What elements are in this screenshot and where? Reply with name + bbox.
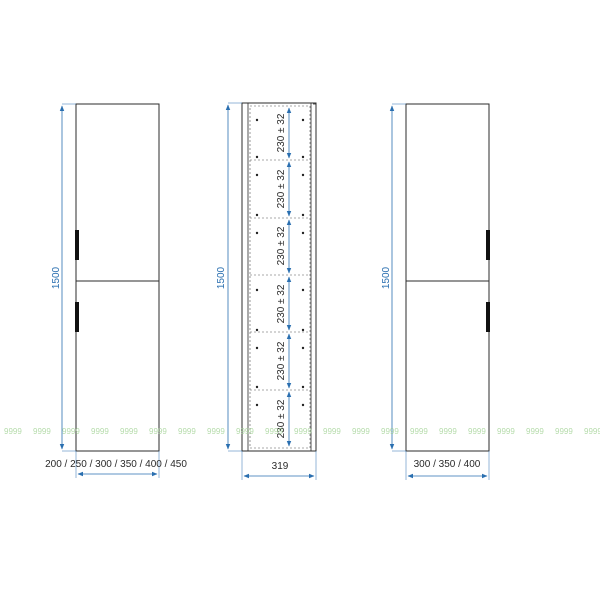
left-cabinet-view: 1500 200 / 250 / 300 / 350 / 400 / 450: [45, 103, 187, 478]
watermark-text: 9999: [4, 427, 22, 436]
left-height-label: 1500: [51, 266, 62, 289]
watermark-text: 9999: [149, 427, 167, 436]
middle-shelves: [250, 159, 310, 391]
shelf-dim-label: 230 ± 32: [276, 341, 287, 380]
watermark-text: 9999: [381, 427, 399, 436]
right-upper-handle: [486, 230, 490, 260]
watermark-text: 9999: [207, 427, 225, 436]
watermark-text: 9999: [91, 427, 109, 436]
right-width-label: 300 / 350 / 400: [414, 459, 481, 470]
watermark-text: 9999: [352, 427, 370, 436]
watermark-text: 9999: [236, 427, 254, 436]
watermark-text: 9999: [265, 427, 283, 436]
watermark-text: 9999: [33, 427, 51, 436]
left-width-label: 200 / 250 / 300 / 350 / 400 / 450: [45, 459, 187, 470]
right-lower-handle: [486, 302, 490, 332]
shelf-dim-label: 230 ± 32: [276, 399, 287, 438]
middle-height-label: 1500: [216, 266, 227, 289]
watermark-text: 9999: [468, 427, 486, 436]
watermark-text: 9999: [178, 427, 196, 436]
middle-shelf-pins: [255, 118, 305, 407]
watermark-text: 9999: [410, 427, 428, 436]
watermark-text: 9999: [294, 427, 312, 436]
middle-width-label: 319: [272, 461, 289, 472]
middle-cabinet-view: 230 ± 32 230 ± 32 230 ± 32 230 ± 32 230 …: [216, 102, 317, 480]
middle-interior-outline: [249, 105, 311, 449]
watermark-text: 9999: [62, 427, 80, 436]
shelf-dim-label: 230 ± 32: [276, 169, 287, 208]
watermark-text: 9999: [497, 427, 515, 436]
middle-cabinet-outer: [241, 102, 317, 452]
right-cabinet-lower-door: [405, 280, 490, 452]
right-cabinet-upper-door: [405, 103, 490, 282]
shelf-dim-label: 230 ± 32: [276, 284, 287, 323]
left-cabinet-upper-door: [75, 103, 160, 282]
right-cabinet-view: 1500 300 / 350 / 400: [381, 103, 490, 480]
middle-shelf-dimensions: 230 ± 32 230 ± 32 230 ± 32 230 ± 32 230 …: [276, 107, 292, 447]
watermark-text: 9999: [323, 427, 341, 436]
watermark-text: 9999: [584, 427, 600, 436]
watermark-text: 9999: [120, 427, 138, 436]
watermark-text: 9999: [439, 427, 457, 436]
watermark-band: 9999 9999 9999 9999 9999 9999 9999 9999 9999 9999…: [4, 427, 600, 436]
watermark-text: 9999: [526, 427, 544, 436]
left-lower-handle: [75, 302, 79, 332]
right-height-label: 1500: [381, 266, 392, 289]
left-cabinet-lower-door: [75, 280, 160, 452]
left-upper-handle: [75, 230, 79, 260]
shelf-dim-label: 230 ± 32: [276, 113, 287, 152]
shelf-dim-label: 230 ± 32: [276, 226, 287, 265]
watermark-text: 9999: [555, 427, 573, 436]
